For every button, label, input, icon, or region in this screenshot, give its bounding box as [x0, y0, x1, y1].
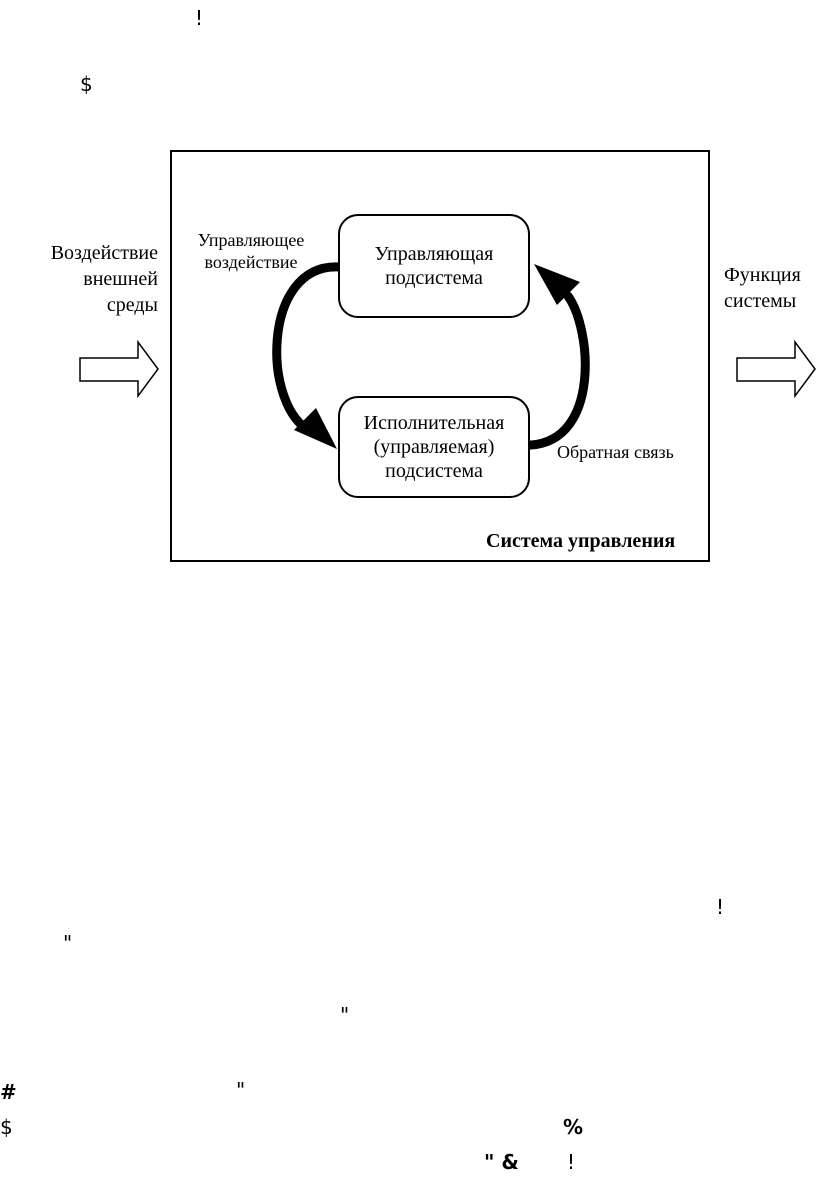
system-boundary-frame: [170, 150, 710, 562]
input-label: Воздействие внешней среды: [50, 242, 158, 316]
control-action-label: Управляющее воздействие: [197, 230, 305, 272]
stray-glyph-hash: #: [0, 1080, 17, 1104]
stray-glyph-quote-ampersand: " &: [484, 1150, 519, 1174]
system-label: Система управления: [486, 530, 676, 552]
feedback-label: Обратная связь: [557, 442, 674, 462]
stray-glyph-quote-2: ": [340, 1003, 350, 1027]
controlling-subsystem-label: Управляющая подсистема: [374, 243, 494, 289]
stray-glyph-exclamation-2: !: [716, 895, 725, 919]
input-arrow-icon: [79, 339, 159, 399]
output-arrow-icon: [736, 339, 816, 399]
control-action-arc: [272, 262, 345, 437]
stray-glyph-exclamation-3: !: [567, 1150, 576, 1174]
control-action-arrowhead-icon: [294, 408, 337, 449]
controlling-subsystem-node: Управляющая подсистема: [338, 214, 530, 318]
output-label: Функция системы: [724, 264, 801, 312]
feedback-arc: [526, 291, 590, 450]
stray-glyph-exclamation: !: [195, 6, 204, 30]
feedback-arrowhead-icon: [534, 264, 580, 305]
executive-subsystem-node: Исполнительная (управляемая) подсистема: [338, 396, 530, 498]
stray-glyph-quote: ": [63, 931, 73, 955]
stray-glyph-percent: %: [563, 1115, 584, 1139]
executive-subsystem-label: Исполнительная (управляемая) подсистема: [363, 412, 505, 482]
stray-glyph-dollar: $: [80, 72, 93, 96]
stray-glyph-dollar-2: $: [0, 1115, 13, 1139]
stray-glyph-quote-3: ": [236, 1078, 246, 1102]
